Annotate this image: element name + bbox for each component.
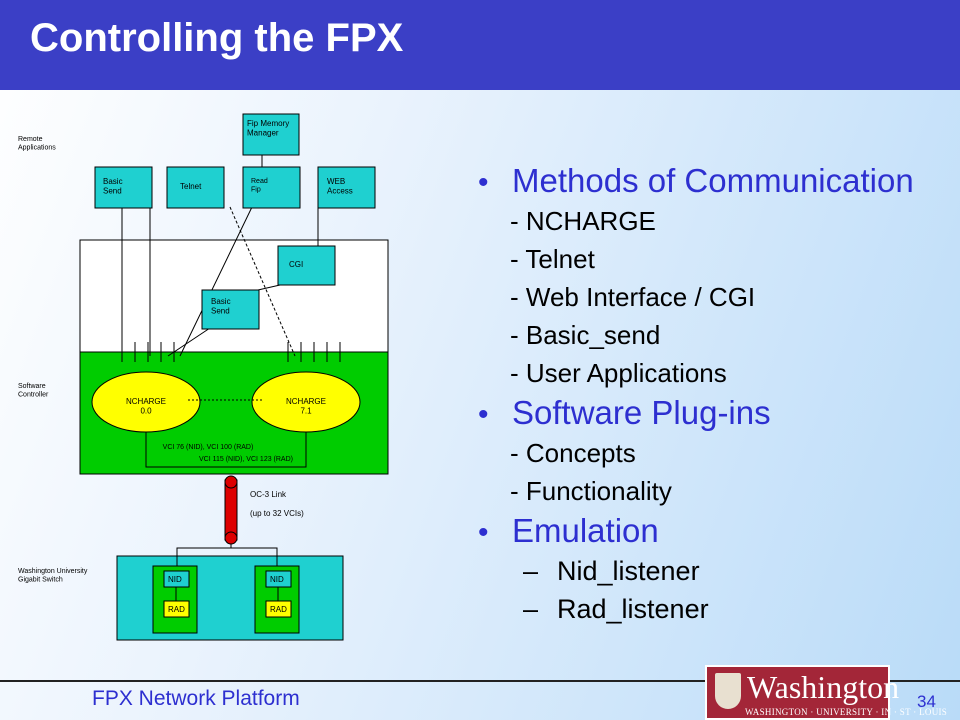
cgi-box [277,245,336,286]
label-line: Washington University [18,568,88,575]
label-line: Basic [103,177,123,186]
oc3-link-bottom-connector [224,531,238,545]
shield-icon [715,673,741,709]
dash-marker: – [523,556,539,586]
label-line: Send [103,187,122,196]
label-line: Applications [18,144,56,151]
bullet-plugins-item-2: - Functionality [510,476,672,506]
telnet-label: Telnet [180,182,202,191]
washington-university-logo: Washington WASHINGTON · UNIVERSITY · IN … [705,665,947,720]
nid-right-label: NID [270,575,284,584]
vci-label-2: VCI 115 (NID), VCI 123 (RAD) [199,456,293,463]
oc3-vcis-label: (up to 32 VCIs) [250,509,304,518]
label-line: 7.1 [300,407,312,416]
label-line: Access [327,187,353,196]
rad-right-label: RAD [270,605,287,614]
oc3-link-tube [224,479,238,541]
label-line: WEB [327,177,345,186]
rad-left-label: RAD [168,605,185,614]
oc3-link-top-connector [224,475,238,489]
link-split-lines [176,544,278,566]
line-dashed-to-right-ncharge [229,206,296,357]
basic-send-mid-box [201,289,260,330]
page-number: 34 [917,692,936,711]
bullet-methods-heading: Methods of Communication [512,162,914,199]
bullet-emulation: • Emulation [478,512,948,552]
label-line: Software [18,383,46,390]
label-line: Gigabit Switch [18,576,63,583]
cgi-label: CGI [289,260,303,269]
title-bar: Controlling the FPX [0,0,960,90]
telnet-box [166,166,225,209]
bullet-list: • Methods of Communication - NCHARGE - T… [478,160,948,628]
bullet-methods-item-5: - User Applications [510,358,727,388]
bullet-methods-item-2: - Telnet [510,244,595,274]
dash-marker: – [523,594,539,624]
footer-divider [0,680,960,682]
vci-bracket [145,432,307,468]
label-line: NCHARGE [286,397,326,406]
bullet-dot: • [478,166,489,199]
label-line: Fip Memory [247,119,289,128]
basic-send-top-box [94,166,153,209]
label-line: Controller [18,391,49,398]
nid-left-label: NID [168,575,182,584]
line-cgi-to-basic-send [257,284,281,291]
bullet-emulation-item-1: – Nid_listener [478,552,948,590]
bullet-plugins: • Software Plug-ins [478,394,948,434]
bullet-dot: • [478,398,489,431]
right-ncharge-ticks [287,342,341,362]
bullet-emulation-heading: Emulation [512,512,659,549]
bullet-emulation-item-1-text: Nid_listener [557,556,700,586]
bullet-methods: • Methods of Communication [478,162,948,202]
label-line: Read [251,178,268,185]
bullet-methods-item-3: - Web Interface / CGI [510,282,756,312]
label-line: Basic [211,297,231,306]
bullet-dot: • [478,516,489,549]
line-read-fip-to-ncharge [179,206,253,357]
switch-box [116,555,344,641]
fip-memory-manager-box [242,113,300,156]
label-line: Remote [18,136,43,143]
label-line: Fip [251,186,261,193]
label-line: NCHARGE [126,397,166,406]
label-line: Manager [247,129,279,138]
bullet-methods-item-4: - Basic_send [510,320,661,350]
bullet-plugins-heading: Software Plug-ins [512,394,771,431]
bullet-methods-item-1: - NCHARGE [510,206,656,236]
web-access-box [317,166,376,209]
oc3-link-label: OC-3 Link [250,490,287,499]
bullet-emulation-item-2-text: Rad_listener [557,594,709,624]
line-basic-send-mid-to-ncharge [167,327,211,357]
vci-label-1: VCI 76 (NID), VCI 100 (RAD) [163,444,254,451]
bullet-emulation-item-2: – Rad_listener [478,590,948,628]
footer-title: FPX Network Platform [92,687,300,710]
read-fip-box [242,166,301,209]
logo-wordmark: Washington [747,669,900,705]
label-line: Send [211,307,230,316]
controller-outer-box [79,239,389,353]
label-line: 0.0 [140,407,152,416]
left-ncharge-ticks [121,342,175,362]
logo-tagline: WASHINGTON · UNIVERSITY · IN · ST · LOUI… [745,707,948,717]
slide-title: Controlling the FPX [30,16,404,60]
bullet-plugins-item-1: - Concepts [510,438,636,468]
